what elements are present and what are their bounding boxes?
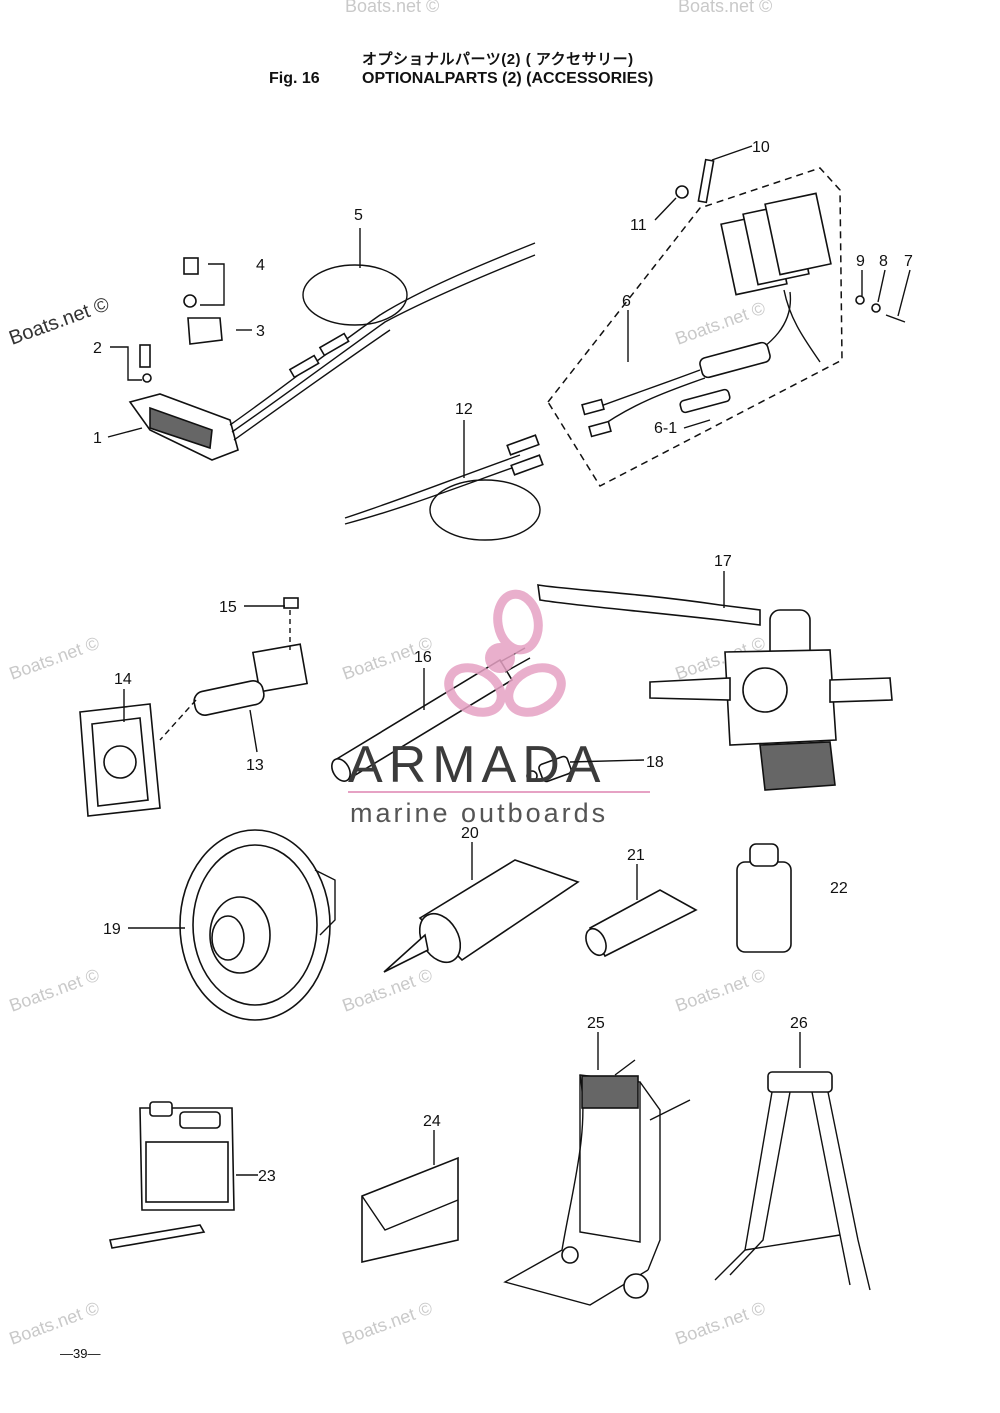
watermark-site: Boats.net ©	[340, 965, 435, 1016]
figure-title-japanese: オプショナルパーツ(2) ( アクセサリー)	[362, 51, 634, 68]
watermark-site: Boats.net ©	[345, 0, 439, 16]
harness-connector-part	[128, 242, 536, 461]
leader-lines	[107, 145, 911, 1176]
watermark-site: Boats.net ©	[340, 1298, 435, 1349]
fuel-connector-part	[537, 584, 893, 791]
callout-label: 11	[630, 217, 647, 234]
callout-label: 22	[830, 880, 848, 897]
callout-label: 25	[587, 1015, 605, 1032]
callout-label: 12	[455, 401, 473, 418]
callout-label: 5	[354, 207, 363, 224]
watermark-site: Boats.net ©	[7, 965, 102, 1016]
flywheel-part	[179, 829, 336, 1021]
callout-label: 6-1	[654, 420, 677, 437]
figure-number: Fig. 16	[269, 70, 320, 87]
engine-cart-part	[503, 1059, 691, 1306]
callout-label: 14	[114, 671, 132, 688]
watermark-site: Boats.net ©	[678, 0, 772, 16]
armada-brand-subtitle: marine outboards	[350, 798, 608, 828]
callout-label: 23	[258, 1168, 276, 1185]
callout-label: 3	[256, 323, 265, 340]
grease-tube-part	[585, 889, 698, 958]
callout-label: 9	[856, 253, 865, 270]
callout-label: 4	[256, 257, 265, 274]
armada-logo	[444, 589, 566, 717]
callout-label: 16	[414, 649, 432, 666]
callout-label: 21	[627, 847, 645, 864]
sealant-tube-part	[383, 859, 580, 973]
callout-label: 24	[423, 1113, 441, 1130]
page-number: —39—	[60, 1346, 101, 1361]
label-sheet-part	[361, 1156, 459, 1264]
lead-wire-part	[344, 434, 544, 541]
small-fitting-part	[526, 755, 572, 783]
watermark-site: Boats.net ©	[673, 298, 768, 349]
callout-label: 26	[790, 1015, 808, 1032]
watermark-site: Boats.net ©	[7, 633, 102, 684]
rectifier-group-part	[547, 158, 906, 487]
callout-label: 15	[219, 599, 237, 616]
callout-label: 17	[714, 553, 732, 570]
callout-label: 7	[904, 253, 913, 270]
watermark-site: Boats.net ©	[673, 965, 768, 1016]
watermark-site: Boats.net ©	[7, 1298, 102, 1349]
engine-stand-part	[714, 1071, 871, 1291]
oil-can-part	[736, 843, 792, 953]
bracket-parts	[79, 597, 309, 817]
callout-label: 1	[93, 430, 102, 447]
armada-brand-text: ARMADA	[348, 736, 606, 794]
callout-label: 8	[879, 253, 888, 270]
figure-title-english: OPTIONALPARTS (2) (ACCESSORIES)	[362, 70, 654, 87]
callout-label: 18	[646, 754, 664, 771]
callout-label: 19	[103, 921, 121, 938]
callout-label: 13	[246, 757, 264, 774]
callout-label: 20	[461, 825, 479, 842]
oil-container-part	[109, 1101, 235, 1249]
callout-label: 10	[752, 139, 770, 156]
callout-label: 6	[622, 293, 631, 310]
watermark-site: Boats.net ©	[673, 1298, 768, 1349]
callout-label: 2	[93, 340, 102, 357]
